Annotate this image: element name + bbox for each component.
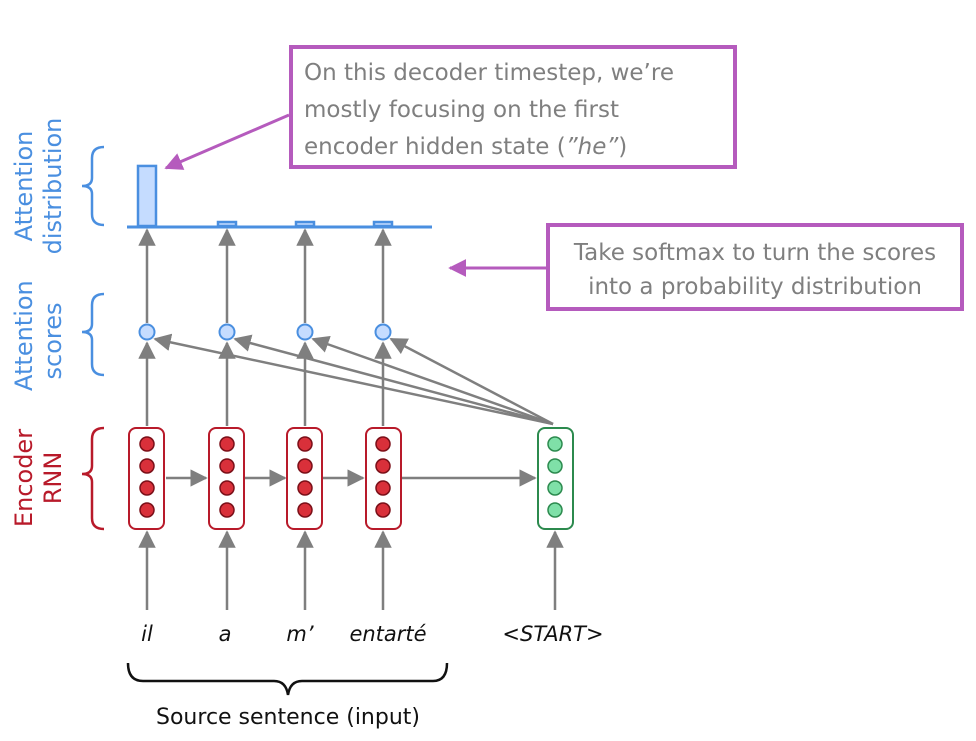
- input-arrows: [138, 530, 564, 610]
- attention-distribution-bars: [136, 164, 394, 228]
- encoder-hidden-states: [128, 427, 402, 530]
- attention-bar: [216, 220, 238, 228]
- source-sentence-brace: [126, 662, 449, 696]
- softmax-callout-line-1: Take softmax to turn the scores: [573, 240, 937, 266]
- encoder-state-3: [286, 427, 323, 530]
- score-node: [138, 323, 156, 341]
- source-word-m: m’: [286, 622, 314, 646]
- encoder-state-4: [365, 427, 402, 530]
- score-node: [218, 323, 236, 341]
- source-word-il: il: [141, 622, 153, 646]
- attention-score-nodes: [138, 323, 392, 341]
- attention-scores-brace: [81, 292, 105, 377]
- softmax-callout: Take softmax to turn the scores into a p…: [546, 223, 964, 311]
- focus-callout: On this decoder timestep, we’re mostly f…: [289, 45, 737, 169]
- focus-callout-emphasis: ”he”: [565, 134, 619, 160]
- source-sentence-label: Source sentence (input): [156, 705, 420, 730]
- attention-bar: [294, 220, 316, 228]
- focus-callout-line-2: mostly focusing on the first: [304, 97, 620, 123]
- attention-bar: [372, 220, 394, 228]
- softmax-callout-line-2: into a probability distribution: [588, 274, 922, 300]
- score-to-distribution-arrows: [138, 228, 392, 323]
- score-node: [374, 323, 392, 341]
- decoder-hidden-state: [537, 427, 574, 530]
- attention-distribution-brace: [81, 145, 105, 227]
- focus-callout-line-1: On this decoder timestep, we’re: [304, 60, 674, 86]
- decoder-input-start: <START>: [502, 622, 604, 646]
- focus-callout-line-3: encoder hidden state (”he”): [304, 134, 628, 160]
- encoder-rnn-brace: [81, 426, 105, 531]
- source-word-a: a: [218, 622, 232, 646]
- encoder-state-1: [128, 427, 165, 530]
- encoder-rnn-label: Encoder RNN: [10, 428, 67, 528]
- decoder-to-score-arrows: [153, 333, 554, 426]
- encoder-state-2: [208, 427, 245, 530]
- focus-callout-pointer: [164, 113, 290, 170]
- attention-distribution-label: Attention distribution: [10, 117, 67, 255]
- encoder-to-score-arrows: [138, 341, 392, 426]
- attention-scores-label: Attention scores: [10, 280, 67, 391]
- score-node: [296, 323, 314, 341]
- attention-bar: [136, 164, 158, 228]
- source-word-entarte: entarté: [349, 622, 427, 646]
